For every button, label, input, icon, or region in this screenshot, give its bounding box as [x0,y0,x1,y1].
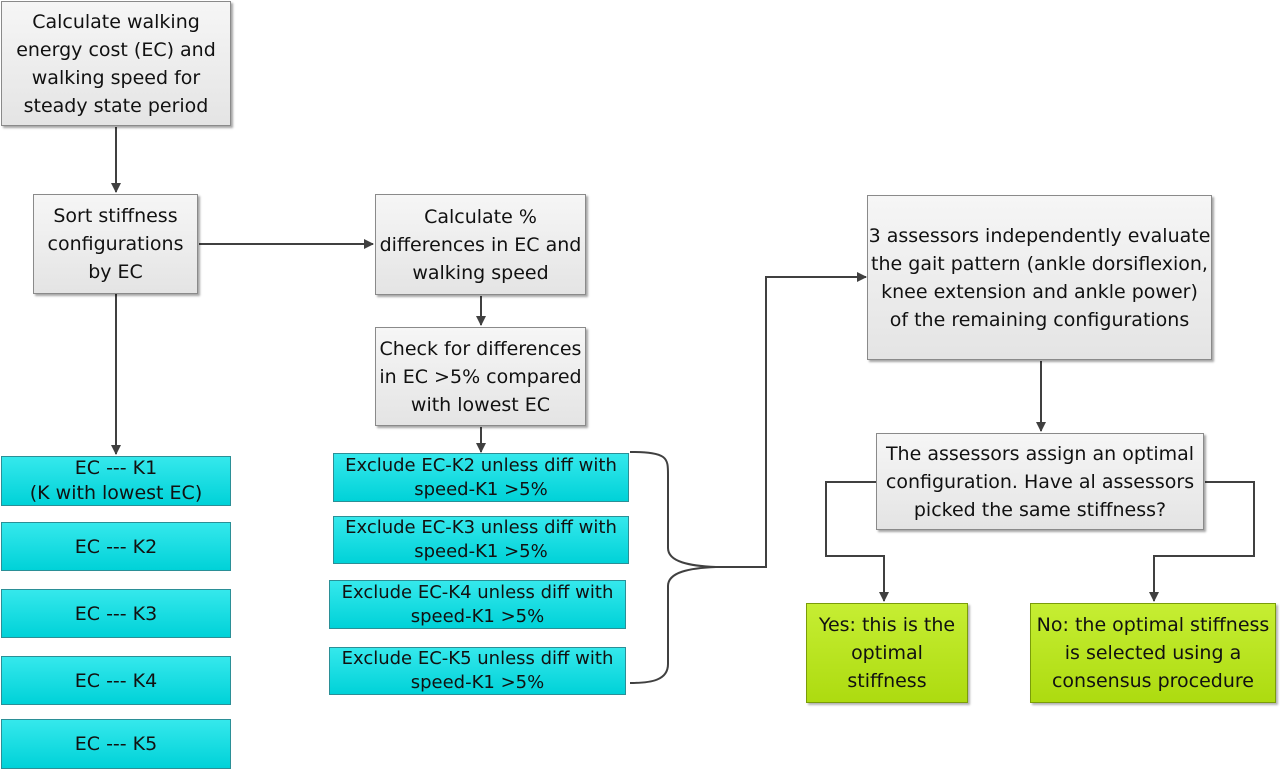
exclude-k3-box: Exclude EC-K3 unless diff with speed-K1 … [333,516,629,564]
arrow-assign-to-no [1149,481,1255,602]
sorted-item-k2: EC --- K2 [1,522,231,571]
calculate-ec-box: Calculate walking energy cost (EC) and w… [1,1,231,126]
outcome-no-box: No: the optimal stiffness is selected us… [1030,603,1276,703]
sorted-item-k5: EC --- K5 [1,719,231,769]
exclude-k5-label: Exclude EC-K5 unless diff with speed-K1 … [341,648,614,693]
assessors-evaluate-label: 3 assessors independently evaluate the g… [868,224,1211,331]
exclude-k2-box: Exclude EC-K2 unless diff with speed-K1 … [333,453,629,502]
outcome-yes-label: Yes: this is the optimal stiffness [818,614,956,692]
sorted-item-k1: EC --- K1 (K with lowest EC) [1,456,231,506]
sorted-item-label: EC --- K2 [74,535,158,558]
sorted-item-k3: EC --- K3 [1,589,231,638]
exclude-k5-box: Exclude EC-K5 unless diff with speed-K1 … [329,647,626,695]
sort-configurations-label: Sort stiffness configurations by EC [47,205,184,283]
exclude-k4-box: Exclude EC-K4 unless diff with speed-K1 … [329,580,626,629]
assign-optimal-label: The assessors assign an optimal configur… [885,442,1195,521]
exclusions-bracket [629,451,717,684]
percent-differences-label: Calculate % differences in EC and walkin… [379,205,582,284]
sorted-item-label: EC --- K1 (K with lowest EC) [29,457,203,504]
arrow-assign-to-yes [825,481,889,602]
check-differences-box: Check for differences in EC >5% compared… [375,327,586,426]
outcome-yes-box: Yes: this is the optimal stiffness [806,603,968,703]
arrow-bracket-to-assessors [716,272,867,568]
exclude-k4-label: Exclude EC-K4 unless diff with speed-K1 … [341,581,614,627]
sorted-item-label: EC --- K4 [74,669,158,692]
assign-optimal-box: The assessors assign an optimal configur… [876,433,1204,530]
outcome-no-label: No: the optimal stiffness is selected us… [1036,614,1270,692]
sort-configurations-box: Sort stiffness configurations by EC [33,194,198,294]
calculate-ec-label: Calculate walking energy cost (EC) and w… [16,10,216,117]
sorted-item-label: EC --- K5 [74,733,158,755]
percent-differences-box: Calculate % differences in EC and walkin… [375,194,586,295]
check-differences-label: Check for differences in EC >5% compared… [379,337,582,416]
sorted-item-k4: EC --- K4 [1,656,231,705]
exclude-k3-label: Exclude EC-K3 unless diff with speed-K1 … [345,517,617,562]
assessors-evaluate-box: 3 assessors independently evaluate the g… [867,195,1212,360]
exclude-k2-label: Exclude EC-K2 unless diff with speed-K1 … [345,454,617,500]
sorted-item-label: EC --- K3 [74,602,158,625]
